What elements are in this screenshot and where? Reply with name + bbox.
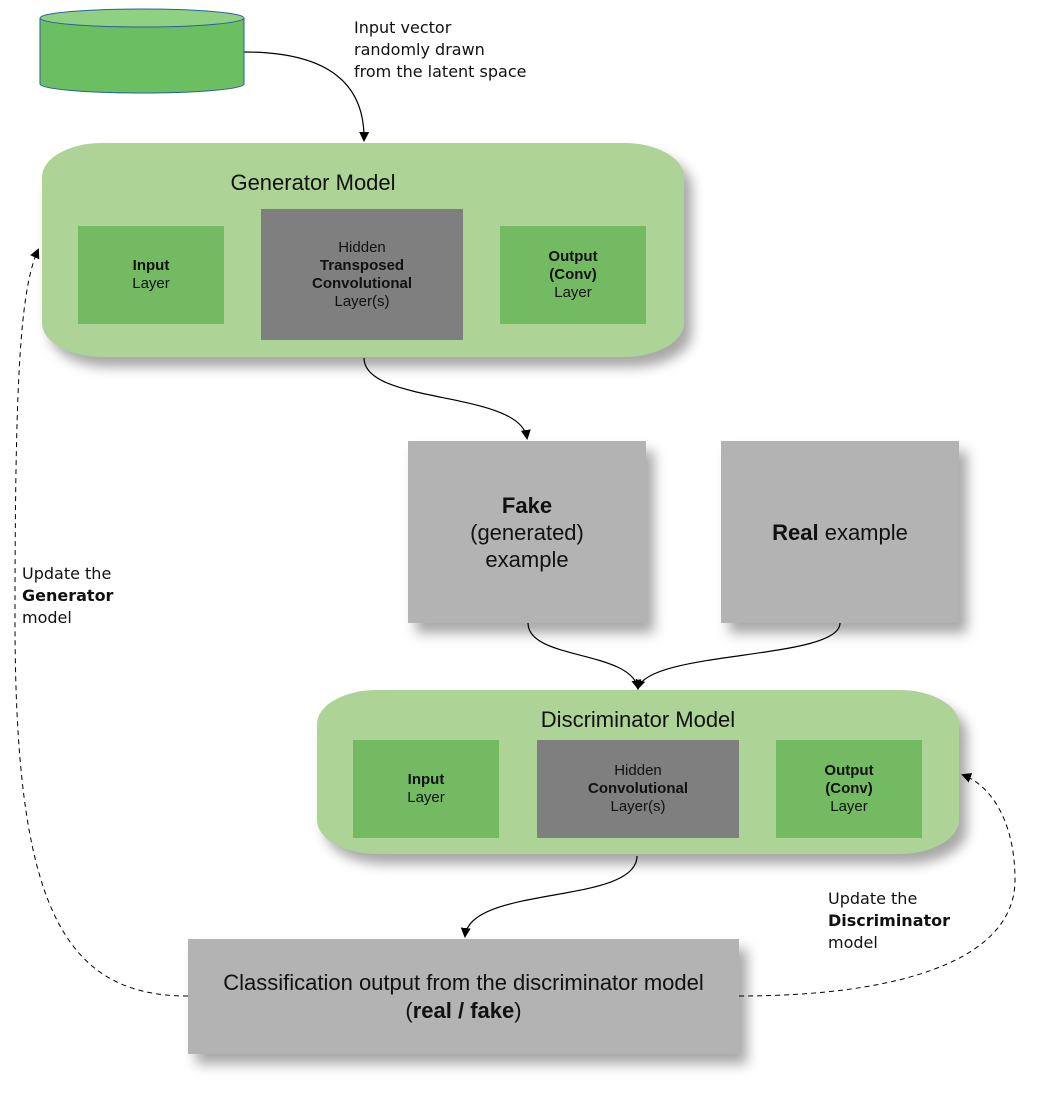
generator-input-layer: Input Layer xyxy=(78,226,224,324)
latent-note-line-1: Input vector xyxy=(354,18,452,37)
update-generator-target: Generator xyxy=(22,586,114,605)
update-generator-line-1: Update the xyxy=(22,564,112,583)
generator-input-sublabel: Layer xyxy=(132,275,170,292)
real-example-title: Real xyxy=(772,519,819,545)
latent-space-cylinder-icon xyxy=(39,8,245,94)
discriminator-input-layer: Input Layer xyxy=(353,740,499,838)
arrow-discriminator-to-classification xyxy=(460,855,638,938)
latent-note-line-2: randomly drawn xyxy=(354,40,485,59)
real-example-label: Real example xyxy=(772,519,908,546)
update-discriminator-line-1: Update the xyxy=(828,889,918,908)
classification-line-1: Classification output from the discrimin… xyxy=(223,969,704,995)
classification-open-paren: ( xyxy=(405,997,413,1023)
discriminator-output-type: (Conv) xyxy=(825,780,873,797)
generator-hidden-sublabel: Layer(s) xyxy=(334,292,390,310)
discriminator-input-label: Input xyxy=(407,771,445,788)
arrow-generator-to-fake xyxy=(363,357,531,440)
generator-output-type: (Conv) xyxy=(549,266,597,283)
generator-hidden-layers: Hidden Transposed Convolutional Layer(s) xyxy=(261,209,463,340)
update-discriminator-target: Discriminator xyxy=(828,911,951,930)
discriminator-output-label: Output xyxy=(824,762,874,779)
discriminator-output-sublabel: Layer xyxy=(830,798,868,815)
arrow-real-to-discriminator xyxy=(635,622,841,690)
arrow-fake-to-discriminator xyxy=(527,622,642,690)
discriminator-input-sublabel: Layer xyxy=(407,789,445,806)
discriminator-hidden-layers: Hidden Convolutional Layer(s) xyxy=(537,740,739,838)
update-discriminator-note: Update the Discriminator model xyxy=(828,888,950,954)
discriminator-hidden-sublabel: Layer(s) xyxy=(610,798,666,815)
fake-example-line-2: example xyxy=(485,546,569,572)
feedback-update-generator xyxy=(14,248,189,997)
discriminator-output-layer: Output (Conv) Layer xyxy=(776,740,922,838)
real-example-box: Real example xyxy=(721,441,959,623)
discriminator-title: Discriminator Model xyxy=(540,707,736,732)
discriminator-hidden-type: Convolutional xyxy=(588,780,688,797)
latent-note: Input vector randomly drawn from the lat… xyxy=(354,17,526,83)
feedback-update-discriminator xyxy=(738,773,1016,997)
generator-hidden-label: Hidden xyxy=(338,238,386,256)
generator-input-label: Input xyxy=(132,257,170,274)
real-example-suffix: example xyxy=(818,519,908,545)
generator-output-layer: Output (Conv) Layer xyxy=(500,226,646,324)
arrow-latent-to-generator xyxy=(243,51,370,142)
generator-hidden-type-2: Convolutional xyxy=(312,274,412,292)
generator-output-label: Output xyxy=(548,248,598,265)
latent-note-line-3: from the latent space xyxy=(354,62,527,81)
update-generator-line-2: model xyxy=(22,608,72,627)
fake-example-title: Fake xyxy=(501,492,553,518)
generator-title: Generator Model xyxy=(230,170,396,195)
update-discriminator-line-2: model xyxy=(828,933,878,952)
discriminator-hidden-label: Hidden xyxy=(614,762,662,779)
classification-labels: real / fake xyxy=(412,997,515,1023)
classification-line-2: (real / fake) xyxy=(405,997,521,1025)
generator-hidden-type-1: Transposed xyxy=(319,256,405,274)
classification-output-box: Classification output from the discrimin… xyxy=(188,939,739,1054)
generator-output-sublabel: Layer xyxy=(554,284,592,301)
update-generator-note: Update the Generator model xyxy=(22,563,113,629)
classification-close-paren: ) xyxy=(514,997,522,1023)
fake-example-line-1: (generated) xyxy=(470,519,584,545)
fake-example-box: Fake (generated) example xyxy=(408,441,646,623)
